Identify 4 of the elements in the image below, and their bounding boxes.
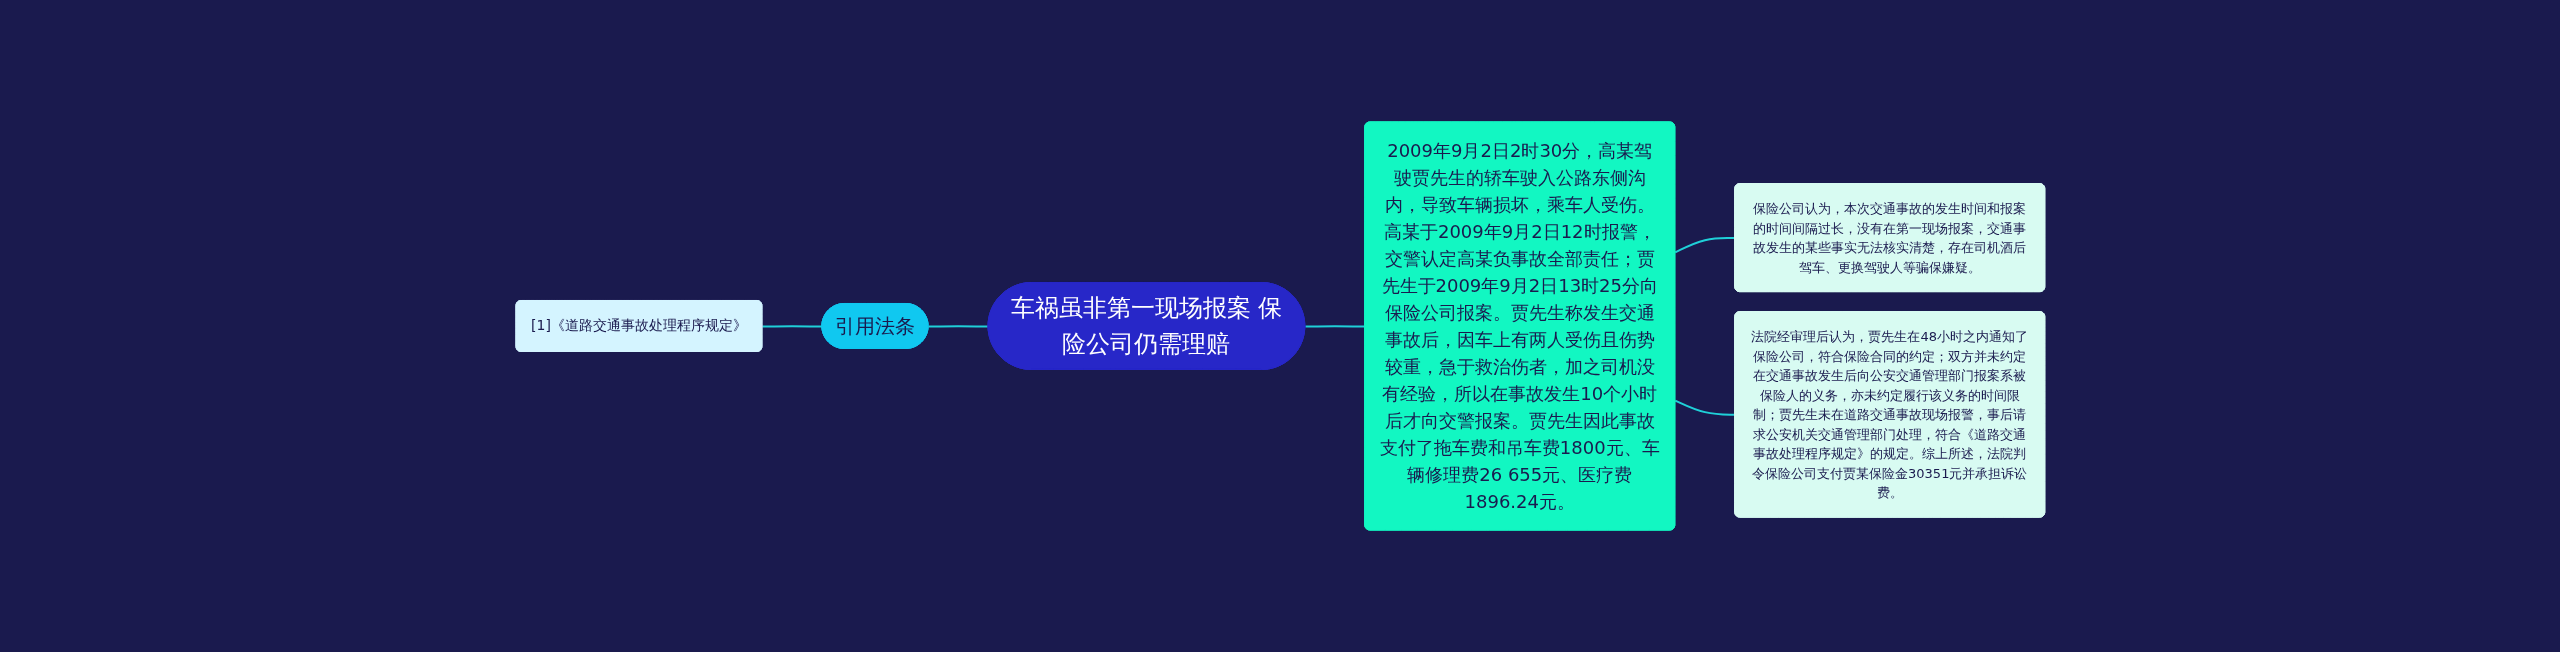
- connector: [1673, 399, 1736, 416]
- connector: [1303, 325, 1366, 328]
- connector: [760, 325, 823, 328]
- connector: [1673, 237, 1736, 254]
